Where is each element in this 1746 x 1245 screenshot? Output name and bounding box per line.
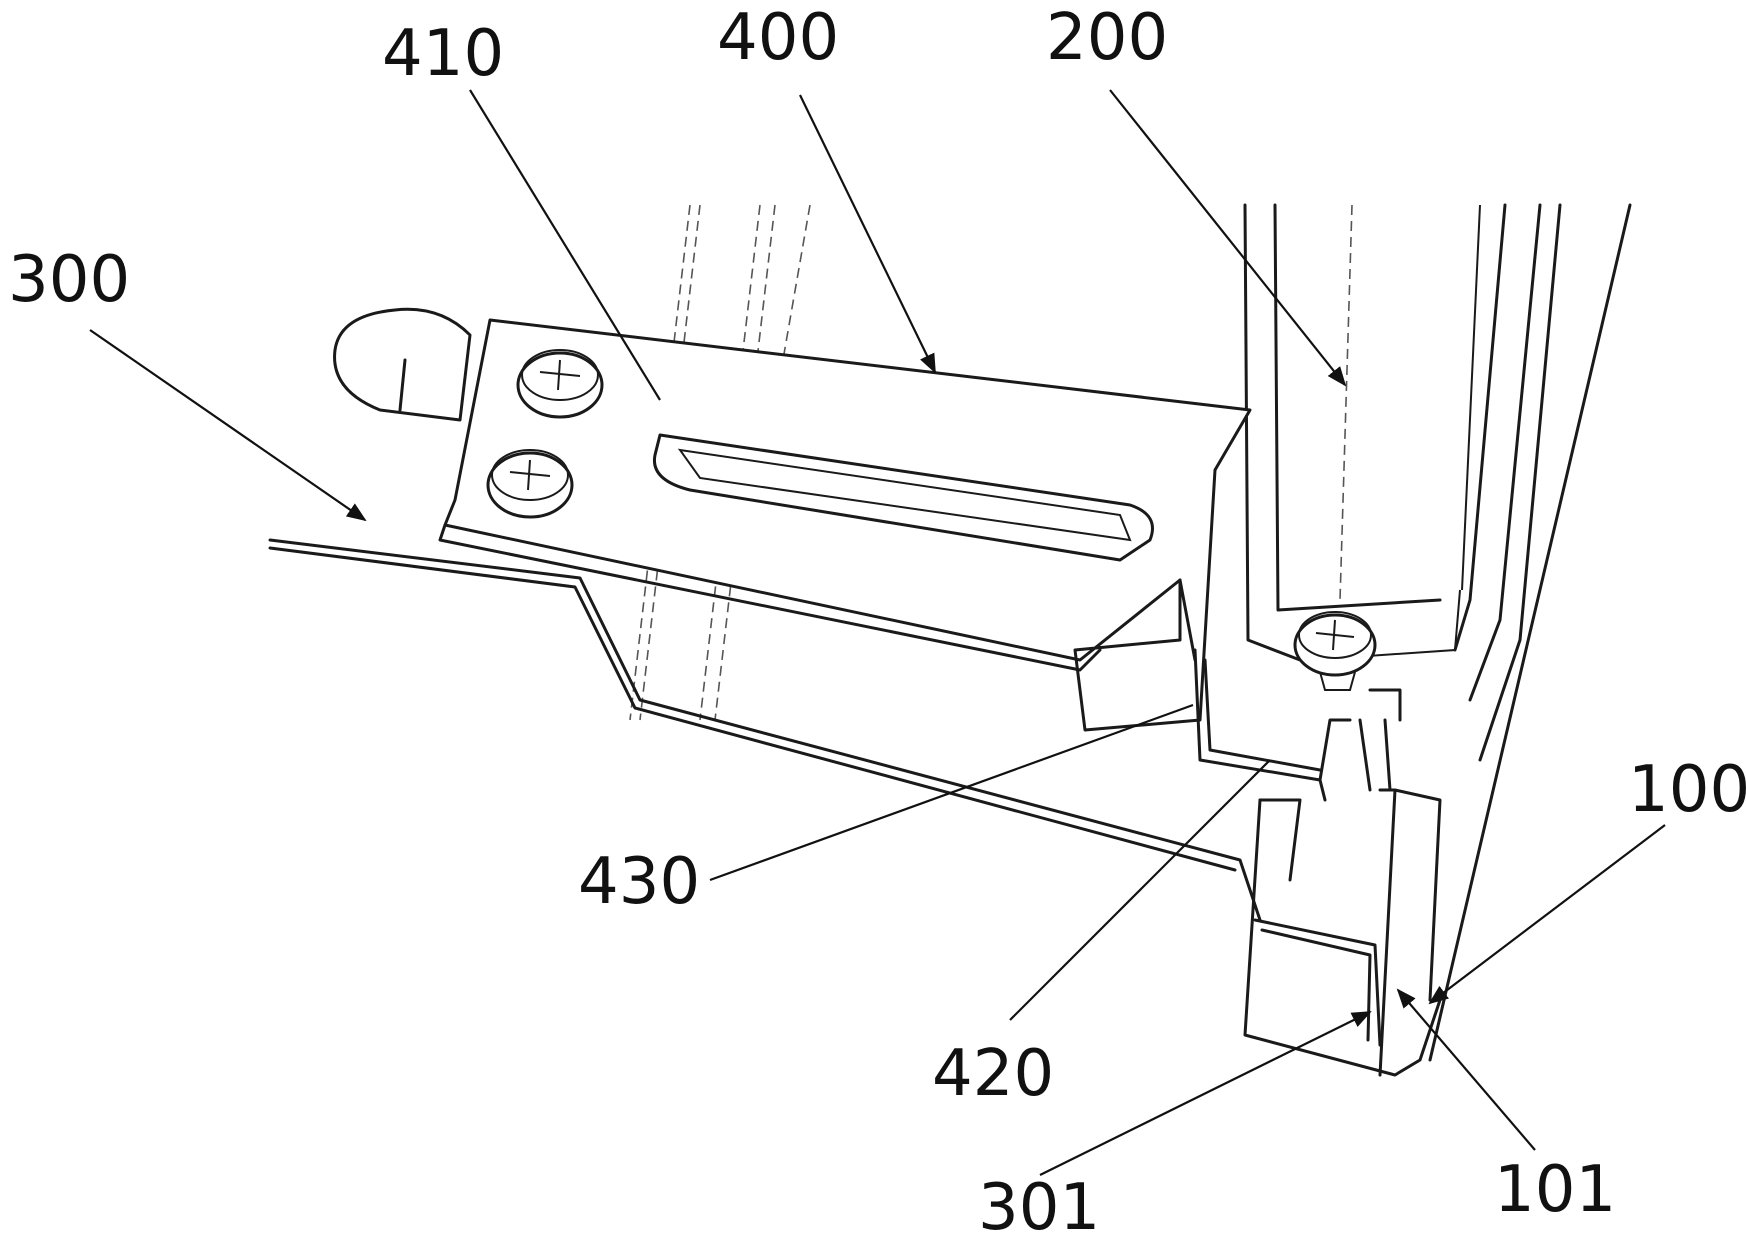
screw-1 (516, 349, 604, 419)
leader-lines (89, 89, 1666, 1176)
label-101: 101 (1494, 1153, 1617, 1227)
label-420: 420 (932, 1037, 1055, 1111)
label-410: 410 (382, 17, 505, 91)
label-301: 301 (978, 1171, 1101, 1245)
screw-2 (486, 449, 574, 519)
leader-410 (469, 89, 661, 401)
label-300: 300 (8, 243, 131, 317)
leader-100 (1428, 824, 1666, 1005)
side-rail (1243, 203, 1632, 1062)
foot-100 (1243, 688, 1442, 1077)
label-100: 100 (1628, 753, 1746, 827)
label-200: 200 (1046, 1, 1169, 75)
label-430: 430 (578, 845, 701, 919)
screw-3 (1293, 611, 1377, 691)
label-400: 400 (717, 1, 840, 75)
bracket-400 (333, 307, 1377, 802)
panel-300 (268, 538, 1262, 922)
leader-400 (799, 94, 936, 374)
leader-101 (1396, 988, 1536, 1151)
leader-300 (89, 329, 367, 522)
leader-200 (1109, 89, 1347, 387)
leader-430 (709, 703, 1194, 882)
leader-301 (1039, 1011, 1372, 1176)
leader-420 (1009, 759, 1271, 1021)
